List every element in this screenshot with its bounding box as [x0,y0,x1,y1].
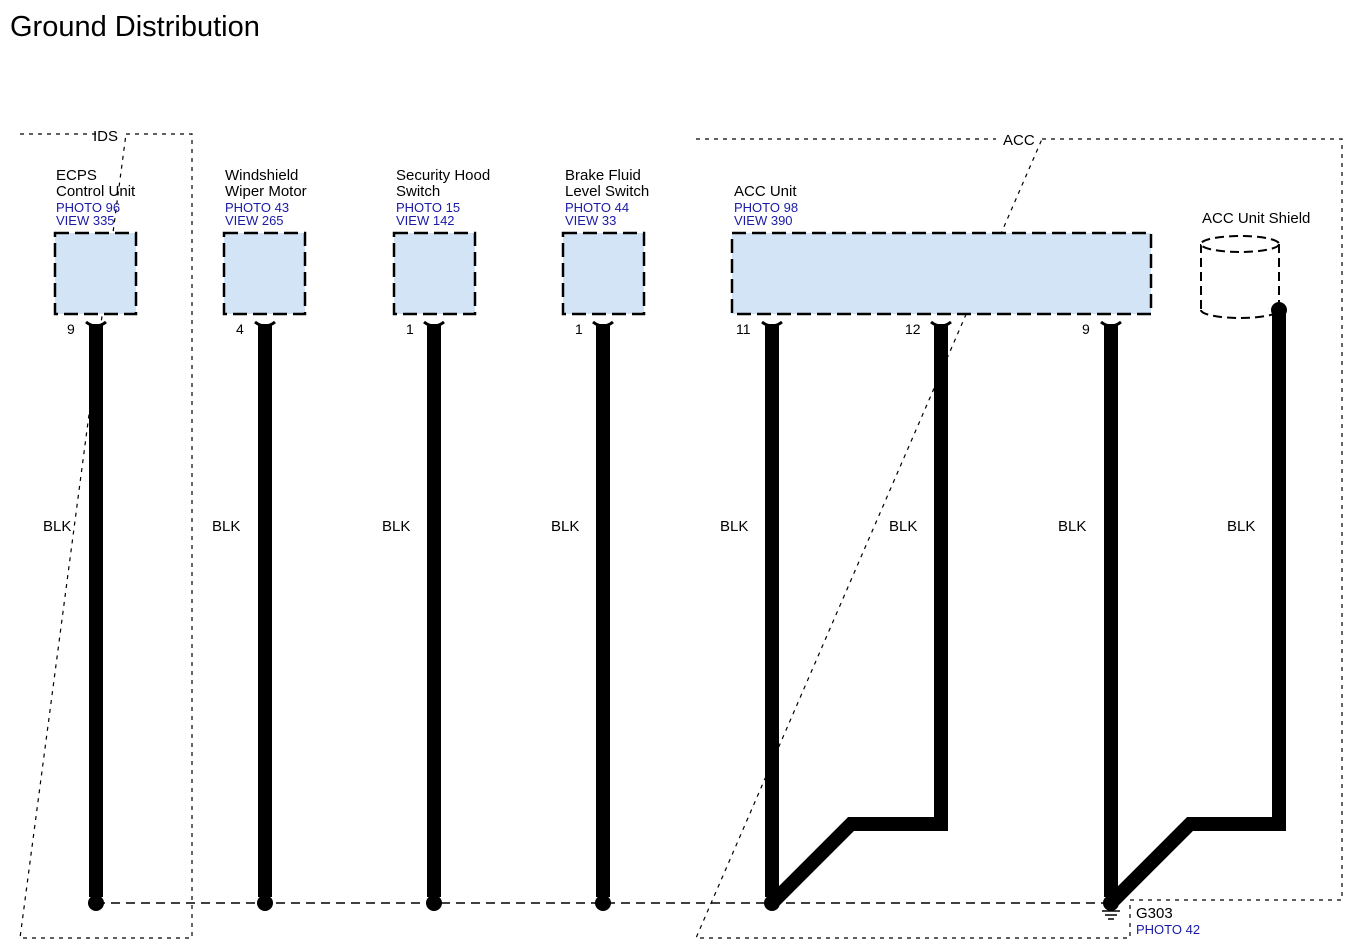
component-acc-unit-shield[interactable]: ACC Unit Shield [1200,210,1310,319]
pin-label: 9 [1082,321,1090,337]
region-acc [695,138,1343,939]
wire-color-label: BLK [1058,518,1086,535]
wires [89,312,1286,905]
photo-link[interactable]: PHOTO 43 [225,200,289,215]
splice-node [426,895,442,911]
view-link[interactable]: VIEW 33 [565,213,616,228]
pin-terminals [85,302,1287,328]
component-name: ACC Unit [734,183,797,200]
wire-acc-shield[interactable] [1109,312,1286,905]
component-name-line1: Brake Fluid [565,167,641,184]
terminal-mark [1100,320,1122,328]
terminal-mark [930,320,952,328]
pin-label: 4 [236,321,244,337]
wire-color-label: BLK [720,518,748,535]
splice-node [88,895,104,911]
shield-outline [1200,244,1280,310]
component-box[interactable] [561,231,646,316]
pin-label: 9 [67,321,75,337]
photo-link[interactable]: PHOTO 44 [565,200,629,215]
component-box[interactable] [392,231,477,316]
splice-node [257,895,273,911]
component-acc-unit[interactable]: ACC Unit PHOTO 98 VIEW 390 11 12 9 [730,183,1153,337]
terminal-mark [254,320,276,328]
wire-color-label: BLK [382,518,410,535]
pin-label: 1 [575,321,583,337]
component-name-line1: Security Hood [396,167,490,184]
shield-top [1200,235,1280,253]
region-ids [19,133,193,939]
component-name-line2: Switch [396,183,440,200]
component-security-hood-switch[interactable]: Security Hood Switch PHOTO 15 VIEW 142 1 [392,167,490,337]
ground-icon [1102,910,1120,920]
pin-label: 11 [736,321,751,337]
region-acc-label: ACC [1003,132,1035,149]
pin-label: 1 [406,321,414,337]
pin-label: 12 [905,321,921,337]
component-brake-fluid-level-switch[interactable]: Brake Fluid Level Switch PHOTO 44 VIEW 3… [561,167,649,337]
wire-color-label: BLK [889,518,917,535]
component-box[interactable] [53,231,138,316]
component-box[interactable] [222,231,307,316]
wire-color-label: BLK [551,518,579,535]
splice-node [595,895,611,911]
component-name-line1: ECPS [56,167,97,184]
shield-terminal-dot [1271,302,1287,318]
component-box[interactable] [730,231,1153,316]
ground-id: G303 [1136,905,1173,922]
component-windshield-wiper-motor[interactable]: Windshield Wiper Motor PHOTO 43 VIEW 265… [222,167,307,337]
component-ecps-control-unit[interactable]: ECPS Control Unit PHOTO 96 VIEW 335 9 [53,167,138,337]
splice-node [764,895,780,911]
component-name-line2: Control Unit [56,183,136,200]
view-link[interactable]: VIEW 142 [396,213,455,228]
terminal-mark [423,320,445,328]
component-name-line2: Wiper Motor [225,183,307,200]
shield-bottom [1200,309,1280,319]
photo-link[interactable]: PHOTO 96 [56,200,120,215]
terminal-mark [592,320,614,328]
component-name-line2: Level Switch [565,183,649,200]
splice-nodes [88,895,1119,911]
photo-link[interactable]: PHOTO 15 [396,200,460,215]
terminal-mark [761,320,783,328]
wire-color-label: BLK [43,518,71,535]
wire-color-label: BLK [212,518,240,535]
ground-photo-link[interactable]: PHOTO 42 [1136,922,1200,937]
component-name-line1: Windshield [225,167,298,184]
photo-link[interactable]: PHOTO 98 [734,200,798,215]
ground-point-g303[interactable]: G303 PHOTO 42 [1102,903,1200,937]
view-link[interactable]: VIEW 390 [734,213,793,228]
region-ids-label: IDS [93,128,118,145]
page-title: Ground Distribution [10,11,260,43]
wire-acc-pin-12[interactable] [770,324,948,905]
terminal-mark [85,320,107,328]
view-link[interactable]: VIEW 265 [225,213,284,228]
wire-color-labels: BLK BLK BLK BLK BLK BLK BLK BLK [43,518,1255,535]
component-name: ACC Unit Shield [1202,210,1310,227]
view-link[interactable]: VIEW 335 [56,213,115,228]
wire-color-label: BLK [1227,518,1255,535]
